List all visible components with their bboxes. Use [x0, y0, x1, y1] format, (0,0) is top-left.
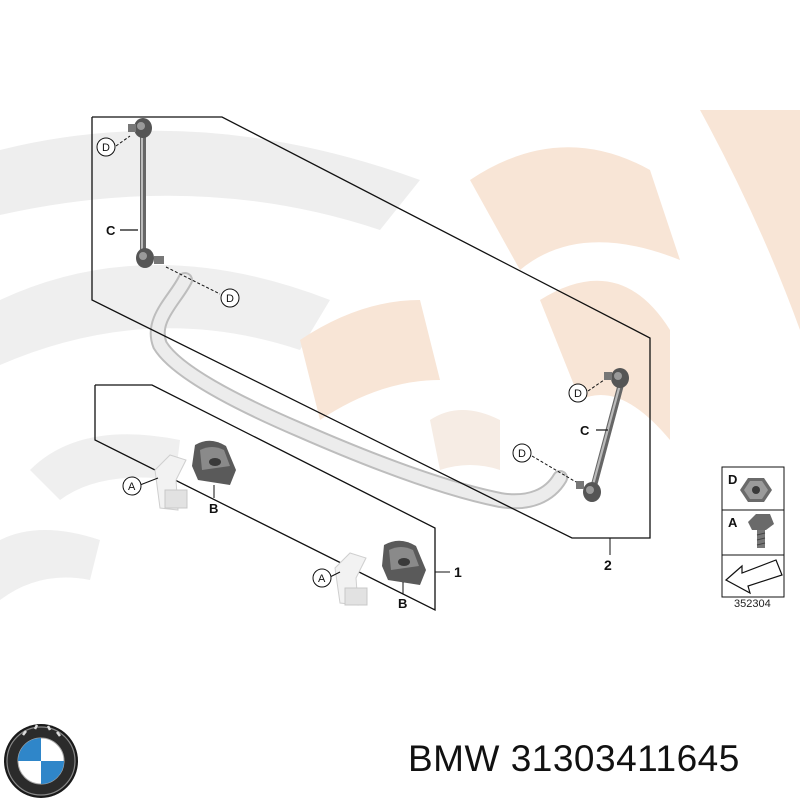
bmw-logo: [4, 724, 78, 798]
bushing-lower: [382, 540, 426, 585]
legend-label-a: A: [728, 515, 738, 530]
diagram-reference-number: 352304: [734, 598, 771, 610]
svg-text:C: C: [580, 423, 590, 438]
callout-d-top: D: [96, 135, 131, 157]
svg-text:A: A: [318, 573, 326, 585]
stabilizer-link-right: [576, 368, 629, 502]
svg-text:D: D: [574, 388, 582, 400]
bracket-lower: [334, 552, 368, 606]
stabilizer-link-left: [128, 118, 164, 268]
callout-b-upper: B: [209, 485, 218, 516]
bmw-logo-lettering: [22, 724, 61, 737]
svg-text:C: C: [106, 223, 116, 238]
callout-d-mid: D: [165, 266, 240, 308]
callout-b-lower: B: [398, 582, 407, 611]
bracket-upper: [154, 454, 188, 511]
callout-a-upper: A: [122, 476, 159, 496]
legend-label-d: D: [728, 472, 737, 487]
bushing-upper: [192, 440, 236, 485]
group2-outline: [91, 116, 651, 539]
group1-outline: [94, 384, 436, 612]
svg-text:B: B: [398, 596, 407, 611]
bolt-icon: [748, 514, 774, 548]
svg-text:D: D: [102, 142, 110, 154]
svg-text:D: D: [226, 293, 234, 305]
group2-label: 2: [604, 557, 612, 573]
callout-c-left: C: [106, 223, 138, 238]
callout-d-right-bottom: D: [512, 443, 577, 483]
svg-text:A: A: [128, 481, 136, 493]
callout-d-right-top: D: [568, 379, 605, 403]
callout-a-lower: A: [312, 568, 341, 588]
callout-c-right: C: [580, 423, 608, 438]
group1-label: 1: [454, 564, 462, 580]
svg-text:D: D: [518, 448, 526, 460]
part-number: BMW 31303411645: [408, 738, 740, 779]
svg-text:B: B: [209, 501, 218, 516]
stabilizer-bar: [149, 272, 568, 510]
nut-icon: [740, 478, 772, 502]
arrow-icon: [724, 559, 783, 595]
